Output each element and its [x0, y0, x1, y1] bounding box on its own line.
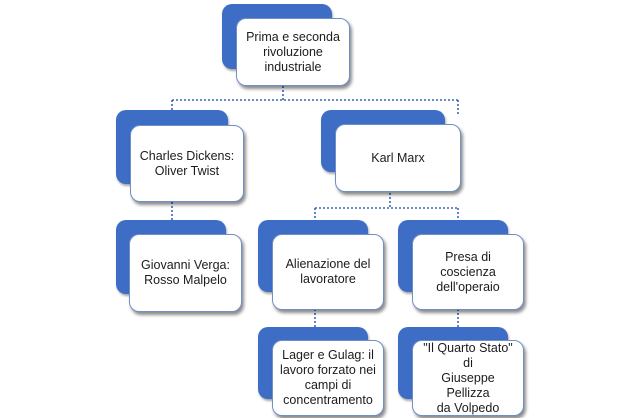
node-marx-label: Karl Marx: [371, 150, 425, 165]
node-quarto-stato: "Il Quarto Stato" di Giuseppe Pellizza d…: [398, 327, 524, 416]
node-marx: Karl Marx: [321, 110, 461, 192]
node-verga-label: Giovanni Verga: Rosso Malpelo: [141, 258, 230, 287]
node-alienazione: Alienazione del lavoratore: [258, 220, 384, 310]
node-quarto-stato-label: "Il Quarto Stato" di Giuseppe Pellizza d…: [423, 340, 513, 415]
node-dickens: Charles Dickens: Oliver Twist: [116, 110, 244, 202]
node-dickens-label: Charles Dickens: Oliver Twist: [139, 148, 235, 178]
node-root-label: Prima e seconda rivoluzione industriale: [246, 29, 340, 74]
node-lager-label: Lager e Gulag: il lavoro forzato nei cam…: [280, 348, 376, 407]
node-alienazione-label: Alienazione del lavoratore: [285, 257, 371, 286]
node-verga: Giovanni Verga: Rosso Malpelo: [116, 220, 242, 312]
node-root: Prima e seconda rivoluzione industriale: [222, 4, 350, 86]
node-presa-label: Presa di coscienza dell'operaio: [436, 249, 500, 294]
node-lager: Lager e Gulag: il lavoro forzato nei cam…: [258, 327, 384, 416]
node-presa: Presa di coscienza dell'operaio: [398, 220, 524, 310]
